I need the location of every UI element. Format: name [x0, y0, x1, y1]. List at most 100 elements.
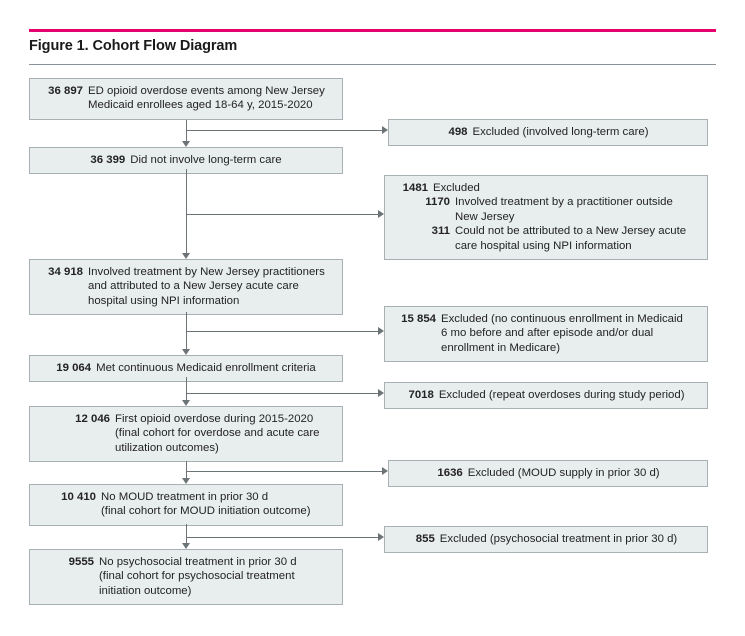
- arrow-down-icon: [182, 253, 190, 259]
- node-subline: care hospital using NPI information: [394, 239, 699, 253]
- node-subline: New Jersey: [394, 210, 699, 224]
- arrow-down-icon: [182, 141, 190, 147]
- arrow-right-icon: [378, 389, 384, 397]
- node-count: 7018: [408, 389, 434, 401]
- exclusion-node-moud-supply: 1636 Excluded (MOUD supply in prior 30 d…: [388, 460, 708, 488]
- node-label: Involved treatment by New Jersey practit…: [88, 266, 325, 278]
- node-label: Excluded: [433, 182, 480, 194]
- node-count: 15 854: [401, 313, 436, 325]
- flow-node-no-moud: 10 410 No MOUD treatment in prior 30 d (…: [29, 484, 343, 526]
- connector-vertical: [186, 524, 187, 543]
- node-subline: 1170 Involved treatment by a practitione…: [394, 195, 699, 209]
- node-line: 1481 Excluded: [394, 181, 699, 195]
- node-label: utilization outcomes): [115, 441, 219, 454]
- node-label: Excluded (psychosocial treatment in prio…: [439, 533, 678, 545]
- node-label: New Jersey: [455, 210, 515, 223]
- node-line: 12 046 First opioid overdose during 2015…: [64, 412, 335, 426]
- node-line: and attributed to a New Jersey acute car…: [37, 279, 335, 293]
- node-label: care hospital using NPI information: [455, 239, 632, 252]
- connector-vertical: [186, 461, 187, 478]
- node-count: 19 064: [56, 362, 92, 374]
- node-label: Met continuous Medicaid enrollment crite…: [96, 362, 316, 374]
- node-count: 498: [448, 126, 468, 138]
- node-label: Excluded (repeat overdoses during study …: [438, 389, 685, 401]
- title-divider: [29, 64, 716, 65]
- connector-horizontal: [186, 393, 378, 394]
- node-line: 498 Excluded (involved long-term care): [398, 125, 699, 139]
- node-count: 1636: [437, 467, 463, 479]
- node-line: 34 918 Involved treatment by New Jersey …: [37, 265, 335, 279]
- node-line: initiation outcome): [60, 584, 335, 598]
- accent-rule: [29, 29, 716, 32]
- node-line: 36 897 ED opioid overdose events among N…: [37, 84, 335, 98]
- connector-horizontal: [186, 214, 378, 215]
- arrow-right-icon: [382, 126, 388, 134]
- node-subline: 311 Could not be attributed to a New Jer…: [394, 224, 699, 238]
- node-line: 36 399 Did not involve long-term care: [37, 153, 335, 167]
- node-line: (final cohort for overdose and acute car…: [64, 426, 335, 440]
- arrow-down-icon: [182, 478, 190, 484]
- node-label: Medicaid enrollees aged 18-64 y, 2015-20…: [88, 99, 313, 112]
- node-count: 10 410: [61, 491, 96, 503]
- connector-vertical: [186, 312, 187, 349]
- node-count: 36 399: [90, 154, 126, 166]
- connector-vertical: [186, 377, 187, 400]
- flow-node-first-overdose: 12 046 First opioid overdose during 2015…: [29, 406, 343, 463]
- page-title: Figure 1. Cohort Flow Diagram: [29, 38, 238, 54]
- node-count: 1481: [402, 182, 428, 194]
- node-label: Excluded (no continuous enrollment in Me…: [441, 313, 683, 325]
- node-label: Excluded (MOUD supply in prior 30 d): [467, 467, 660, 479]
- exclusion-node-no-continuous-enrollment: 15 854 Excluded (no continuous enrollmen…: [384, 306, 708, 363]
- node-label: initiation outcome): [99, 584, 192, 597]
- exclusion-node-psychosocial: 855 Excluded (psychosocial treatment in …: [384, 526, 708, 554]
- node-line: 19 064 Met continuous Medicaid enrollmen…: [37, 361, 335, 375]
- connector-horizontal: [186, 130, 382, 131]
- node-line: utilization outcomes): [64, 441, 335, 455]
- node-line: 1636 Excluded (MOUD supply in prior 30 d…: [398, 466, 699, 480]
- node-label: No psychosocial treatment in prior 30 d: [99, 556, 297, 568]
- node-count: 311: [431, 225, 450, 238]
- node-label: enrollment in Medicare): [441, 341, 561, 354]
- exclusion-node-long-term-care: 498 Excluded (involved long-term care): [388, 119, 708, 147]
- node-label: (final cohort for MOUD initiation outcom…: [101, 505, 311, 518]
- node-label: 6 mo before and after episode and/or dua…: [441, 327, 654, 340]
- node-label: (final cohort for overdose and acute car…: [115, 427, 320, 440]
- node-count: 1170: [425, 196, 450, 209]
- node-label: Could not be attributed to a New Jersey …: [455, 225, 687, 238]
- arrow-down-icon: [182, 349, 190, 355]
- node-label: Excluded (involved long-term care): [472, 126, 649, 138]
- arrow-right-icon: [378, 327, 384, 335]
- node-count: 34 918: [48, 266, 83, 278]
- node-label: First opioid overdose during 2015-2020: [115, 413, 314, 425]
- node-count: 9555: [68, 556, 94, 568]
- arrow-right-icon: [378, 533, 384, 541]
- node-count: 855: [415, 533, 435, 545]
- node-line: hospital using NPI information: [37, 294, 335, 308]
- node-count: 12 046: [75, 413, 110, 425]
- node-line: (final cohort for MOUD initiation outcom…: [50, 504, 335, 518]
- connector-horizontal: [186, 471, 382, 472]
- arrow-right-icon: [378, 210, 384, 218]
- node-label: hospital using NPI information: [88, 294, 240, 307]
- node-label: ED opioid overdose events among New Jers…: [88, 85, 325, 97]
- node-label: No MOUD treatment in prior 30 d: [101, 491, 269, 503]
- node-line: Medicaid enrollees aged 18-64 y, 2015-20…: [37, 98, 335, 112]
- node-label: (final cohort for psychosocial treatment: [99, 570, 295, 583]
- node-line: (final cohort for psychosocial treatment: [60, 569, 335, 583]
- exclusion-node-repeat-overdoses: 7018 Excluded (repeat overdoses during s…: [384, 382, 708, 410]
- node-count: 36 897: [48, 85, 83, 97]
- flow-node-no-psychosocial: 9555 No psychosocial treatment in prior …: [29, 549, 343, 606]
- node-line: 15 854 Excluded (no continuous enrollmen…: [394, 312, 699, 326]
- node-line: 855 Excluded (psychosocial treatment in …: [394, 532, 699, 546]
- exclusion-node-outside-nj: 1481 Excluded 1170 Involved treatment by…: [384, 175, 708, 261]
- node-line: enrollment in Medicare): [394, 341, 699, 355]
- node-line: 10 410 No MOUD treatment in prior 30 d: [50, 490, 335, 504]
- connector-vertical: [186, 169, 187, 253]
- node-line: 6 mo before and after episode and/or dua…: [394, 326, 699, 340]
- node-label: Involved treatment by a practitioner out…: [455, 196, 673, 209]
- node-label: and attributed to a New Jersey acute car…: [88, 280, 299, 293]
- node-label: Did not involve long-term care: [130, 154, 282, 166]
- node-line: 9555 No psychosocial treatment in prior …: [60, 555, 335, 569]
- flow-node-continuous-enrollment: 19 064 Met continuous Medicaid enrollmen…: [29, 355, 343, 383]
- flow-node-enrollment: 36 897 ED opioid overdose events among N…: [29, 78, 343, 120]
